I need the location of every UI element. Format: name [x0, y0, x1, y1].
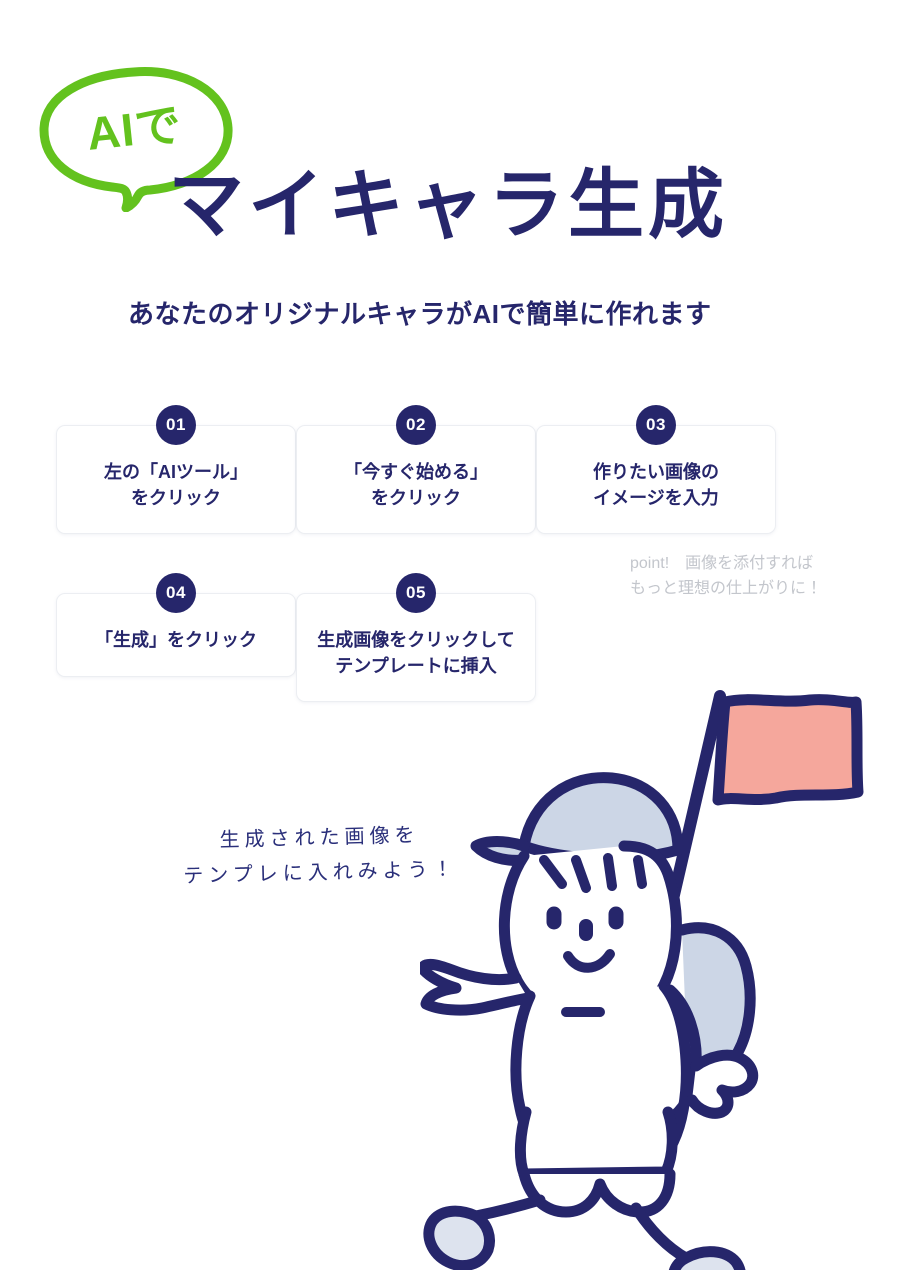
steps-row-bottom: 04 「生成」をクリック 05 生成画像をクリックして テンプレートに挿入: [56, 573, 536, 703]
mouth: [563, 949, 615, 973]
step-card-03[interactable]: 03 作りたい画像の イメージを入力: [536, 405, 776, 535]
steps-row-top: 01 左の「AIツール」 をクリック 02 「今すぐ始める」 をクリック 03: [56, 405, 776, 535]
step-badge: 01: [156, 405, 196, 445]
left-shoe: [423, 1205, 495, 1270]
cap-brim: [470, 836, 530, 866]
left-leg: [470, 1194, 546, 1222]
shorts-legs: [518, 1168, 676, 1218]
point-note: point! 画像を添付すれば もっと理想の仕上がりに！: [630, 555, 823, 597]
flag-cloth: [712, 694, 864, 806]
right-shoe: [668, 1246, 746, 1270]
page-subtitle: あなたのオリジナルキャラがAIで簡単に作れます: [128, 299, 712, 329]
step-badge: 03: [636, 405, 676, 445]
running-character-with-flag: [420, 690, 864, 1270]
step-badge: 02: [396, 405, 436, 445]
step-label: 作りたい画像の イメージを入力: [593, 462, 719, 508]
hair-strokes: [539, 853, 647, 893]
header: AIで マイキャラ生成 あなたのオリジナルキャラがAIで簡単に作れます: [0, 0, 905, 360]
speech-bubble: AIで: [34, 62, 244, 212]
page-title: マイキャラ生成: [168, 163, 728, 248]
cap-crown: [518, 772, 684, 865]
step-badge: 04: [156, 573, 196, 613]
right-hand: [686, 1049, 759, 1119]
right-leg: [630, 1202, 692, 1264]
left-arm: [420, 958, 534, 1016]
character-illustration: [420, 660, 890, 1270]
speech-bubble-shape: [39, 67, 233, 212]
face: [546, 906, 624, 973]
step-card-01[interactable]: 01 左の「AIツール」 をクリック: [56, 405, 296, 535]
step-label: 生成画像をクリックして テンプレートに挿入: [317, 630, 515, 676]
step-badge: 05: [396, 573, 436, 613]
step-label: 「今すぐ始める」 をクリック: [344, 462, 488, 508]
shorts-top: [514, 1106, 678, 1180]
step-label: 「生成」をクリック: [95, 630, 257, 650]
step-label: 左の「AIツール」 をクリック: [104, 462, 248, 508]
step-card-04[interactable]: 04 「生成」をクリック: [56, 573, 296, 677]
step-card-body[interactable]: 作りたい画像の イメージを入力: [536, 425, 776, 535]
step-card-02[interactable]: 02 「今すぐ始める」 をクリック: [296, 405, 536, 535]
step-card-05[interactable]: 05 生成画像をクリックして テンプレートに挿入: [296, 573, 536, 703]
